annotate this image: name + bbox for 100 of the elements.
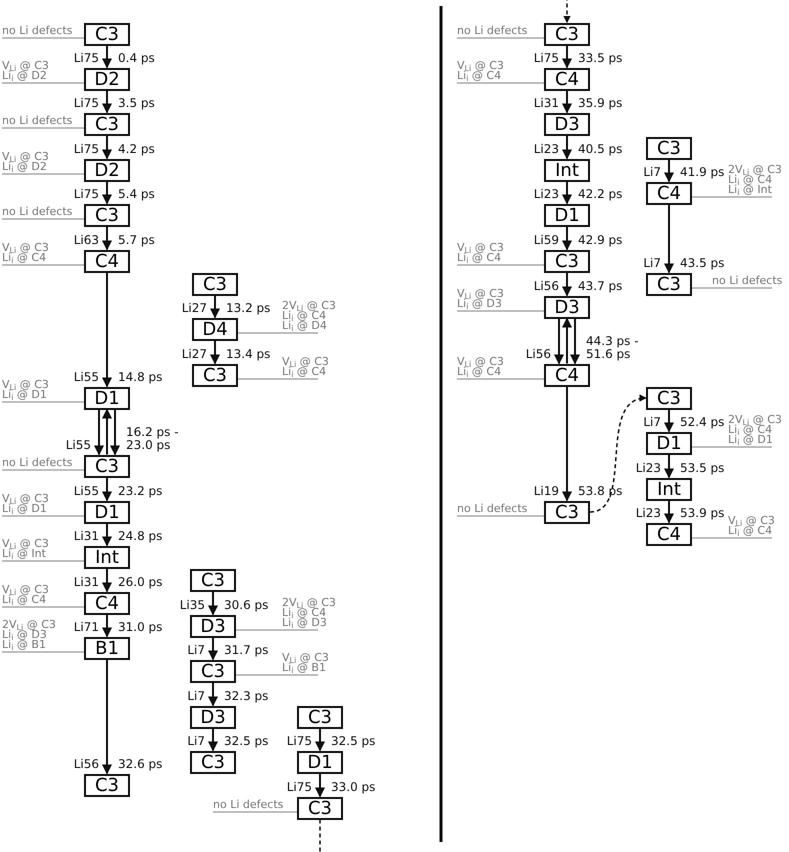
defect-label: Li$_{i}$ @ D1 <box>2 504 47 514</box>
state-box: C3 <box>297 706 343 728</box>
state-box: Int <box>544 158 590 182</box>
arrow <box>208 592 218 616</box>
defect-label: Li$_{i}$ @ D1 <box>2 390 47 400</box>
edge-label: Li75 32.5 ps <box>286 734 376 748</box>
defect-label: V$_{Li}$ @ C3 <box>282 653 329 663</box>
defect-label: Li$_{i}$ @ D1 <box>728 435 773 445</box>
arrow <box>570 318 580 364</box>
edge-label: Li56 43.7 ps <box>532 280 622 292</box>
defect-label: V$_{Li}$ @ C3 <box>2 61 49 71</box>
defect-label: no Li defects <box>457 504 528 514</box>
edge-label: Li75 33.5 ps <box>532 52 622 64</box>
defect-label: V$_{Li}$ @ C3 <box>2 539 49 549</box>
state-box: Int <box>84 546 130 568</box>
arrow <box>102 46 112 68</box>
defect-label: V$_{Li}$ @ C3 <box>2 152 49 162</box>
defect-label: V$_{Li}$ @ C3 <box>2 585 49 595</box>
arrow <box>554 318 564 364</box>
edge-label: Li75 3.5 ps <box>72 96 155 110</box>
defect-label: Li$_{i}$ @ D3 <box>282 618 327 628</box>
edge-label: Li23 53.5 ps <box>634 462 724 474</box>
arrow <box>94 410 104 456</box>
arrow <box>208 728 218 752</box>
arrow <box>664 410 674 432</box>
defect-label: no Li defects <box>2 26 72 36</box>
state-box: Int <box>646 478 692 500</box>
state-box: C3 <box>84 204 130 226</box>
state-box: C3 <box>84 454 130 478</box>
state-box: C4 <box>84 250 130 272</box>
edge-label: Li7 31.7 ps <box>186 644 268 656</box>
defect-label: V$_{Li}$ @ C3 <box>457 357 504 367</box>
state-box: D2 <box>84 68 130 90</box>
arrow <box>102 478 112 502</box>
arrow <box>102 614 112 638</box>
state-box: C3 <box>192 364 238 386</box>
edge-label: Li31 24.8 ps <box>72 530 162 542</box>
edge-label: Li55 16.2 ps - 23.0 ps <box>64 426 180 452</box>
state-box: C3 <box>190 660 236 682</box>
arrow <box>664 500 674 524</box>
state-box: C4 <box>646 522 692 546</box>
arrow <box>664 160 674 182</box>
arrow <box>102 568 112 592</box>
state-box: C3 <box>190 568 236 592</box>
edge-label: Li7 43.5 ps <box>642 256 724 270</box>
defect-label: Li$_{i}$ @ C4 <box>282 311 326 321</box>
arrow <box>563 0 571 24</box>
edge-label: Li59 42.9 ps <box>532 234 622 246</box>
defect-label: Li$_{i}$ @ C4 <box>728 175 772 185</box>
arrow <box>664 454 674 478</box>
edge-label: Li75 5.4 ps <box>72 188 155 200</box>
defect-label: Li$_{i}$ @ C4 <box>282 608 326 618</box>
arrow <box>102 90 112 114</box>
arrow <box>562 136 572 160</box>
edge-label: Li31 35.9 ps <box>532 96 622 110</box>
arrow <box>208 638 218 660</box>
state-box: D1 <box>297 750 343 774</box>
edge-label: Li7 41.9 ps <box>642 166 724 178</box>
edge-label: Li71 31.0 ps <box>72 620 162 634</box>
state-box: D1 <box>544 204 590 226</box>
state-box: C3 <box>544 250 590 272</box>
edge-label: Li56 44.3 ps - 51.6 ps <box>524 334 640 360</box>
edge-label: Li35 30.6 ps <box>178 598 268 612</box>
state-box: C3 <box>84 774 130 796</box>
edge-label: Li55 14.8 ps <box>72 370 162 384</box>
edge-label: Li75 33.0 ps <box>286 780 376 794</box>
state-box: C3 <box>544 500 590 524</box>
defect-label: no Li defects <box>2 458 72 468</box>
edge-label: Li7 32.3 ps <box>186 690 268 702</box>
edge-label: Li7 32.5 ps <box>186 734 268 748</box>
defect-label: Li$_{i}$ @ D3 <box>457 299 502 309</box>
edge-label: Li7 52.4 ps <box>642 416 724 428</box>
defect-label: V$_{Li}$ @ C3 <box>2 494 49 504</box>
state-box: C3 <box>544 22 590 46</box>
arrow <box>562 182 572 204</box>
defect-label: V$_{Li}$ @ C3 <box>457 289 504 299</box>
arrow <box>562 272 572 296</box>
state-box: C4 <box>544 68 590 90</box>
edge-label: Li27 13.4 ps <box>180 348 270 360</box>
edge-label: Li75 4.2 ps <box>72 142 155 156</box>
arrow <box>102 136 112 160</box>
defect-label: V$_{Li}$ @ C3 <box>457 243 504 253</box>
edge-label: Li75 0.4 ps <box>72 52 155 64</box>
defect-label: Li$_{i}$ @ C4 <box>2 253 46 263</box>
state-box: C3 <box>190 750 236 774</box>
defect-label: no Li defects <box>712 276 782 286</box>
defect-label: Li$_{i}$ @ C4 <box>457 71 502 81</box>
edge-label: Li55 23.2 ps <box>72 484 162 498</box>
defect-label: Li$_{i}$ @ C4 <box>728 526 772 536</box>
arrow <box>210 340 220 364</box>
defect-label: 2V$_{Li}$ @ C3 <box>728 415 782 425</box>
state-box: D1 <box>84 500 130 524</box>
defect-label: V$_{Li}$ @ C3 <box>457 61 504 71</box>
arrow <box>102 408 112 454</box>
arrow <box>210 296 220 318</box>
state-box: D3 <box>190 706 236 728</box>
state-box: D3 <box>544 296 590 318</box>
defect-label: Li$_{i}$ @ C4 <box>282 367 326 377</box>
edge-label: Li23 42.2 ps <box>532 188 622 200</box>
arrow <box>315 728 325 752</box>
